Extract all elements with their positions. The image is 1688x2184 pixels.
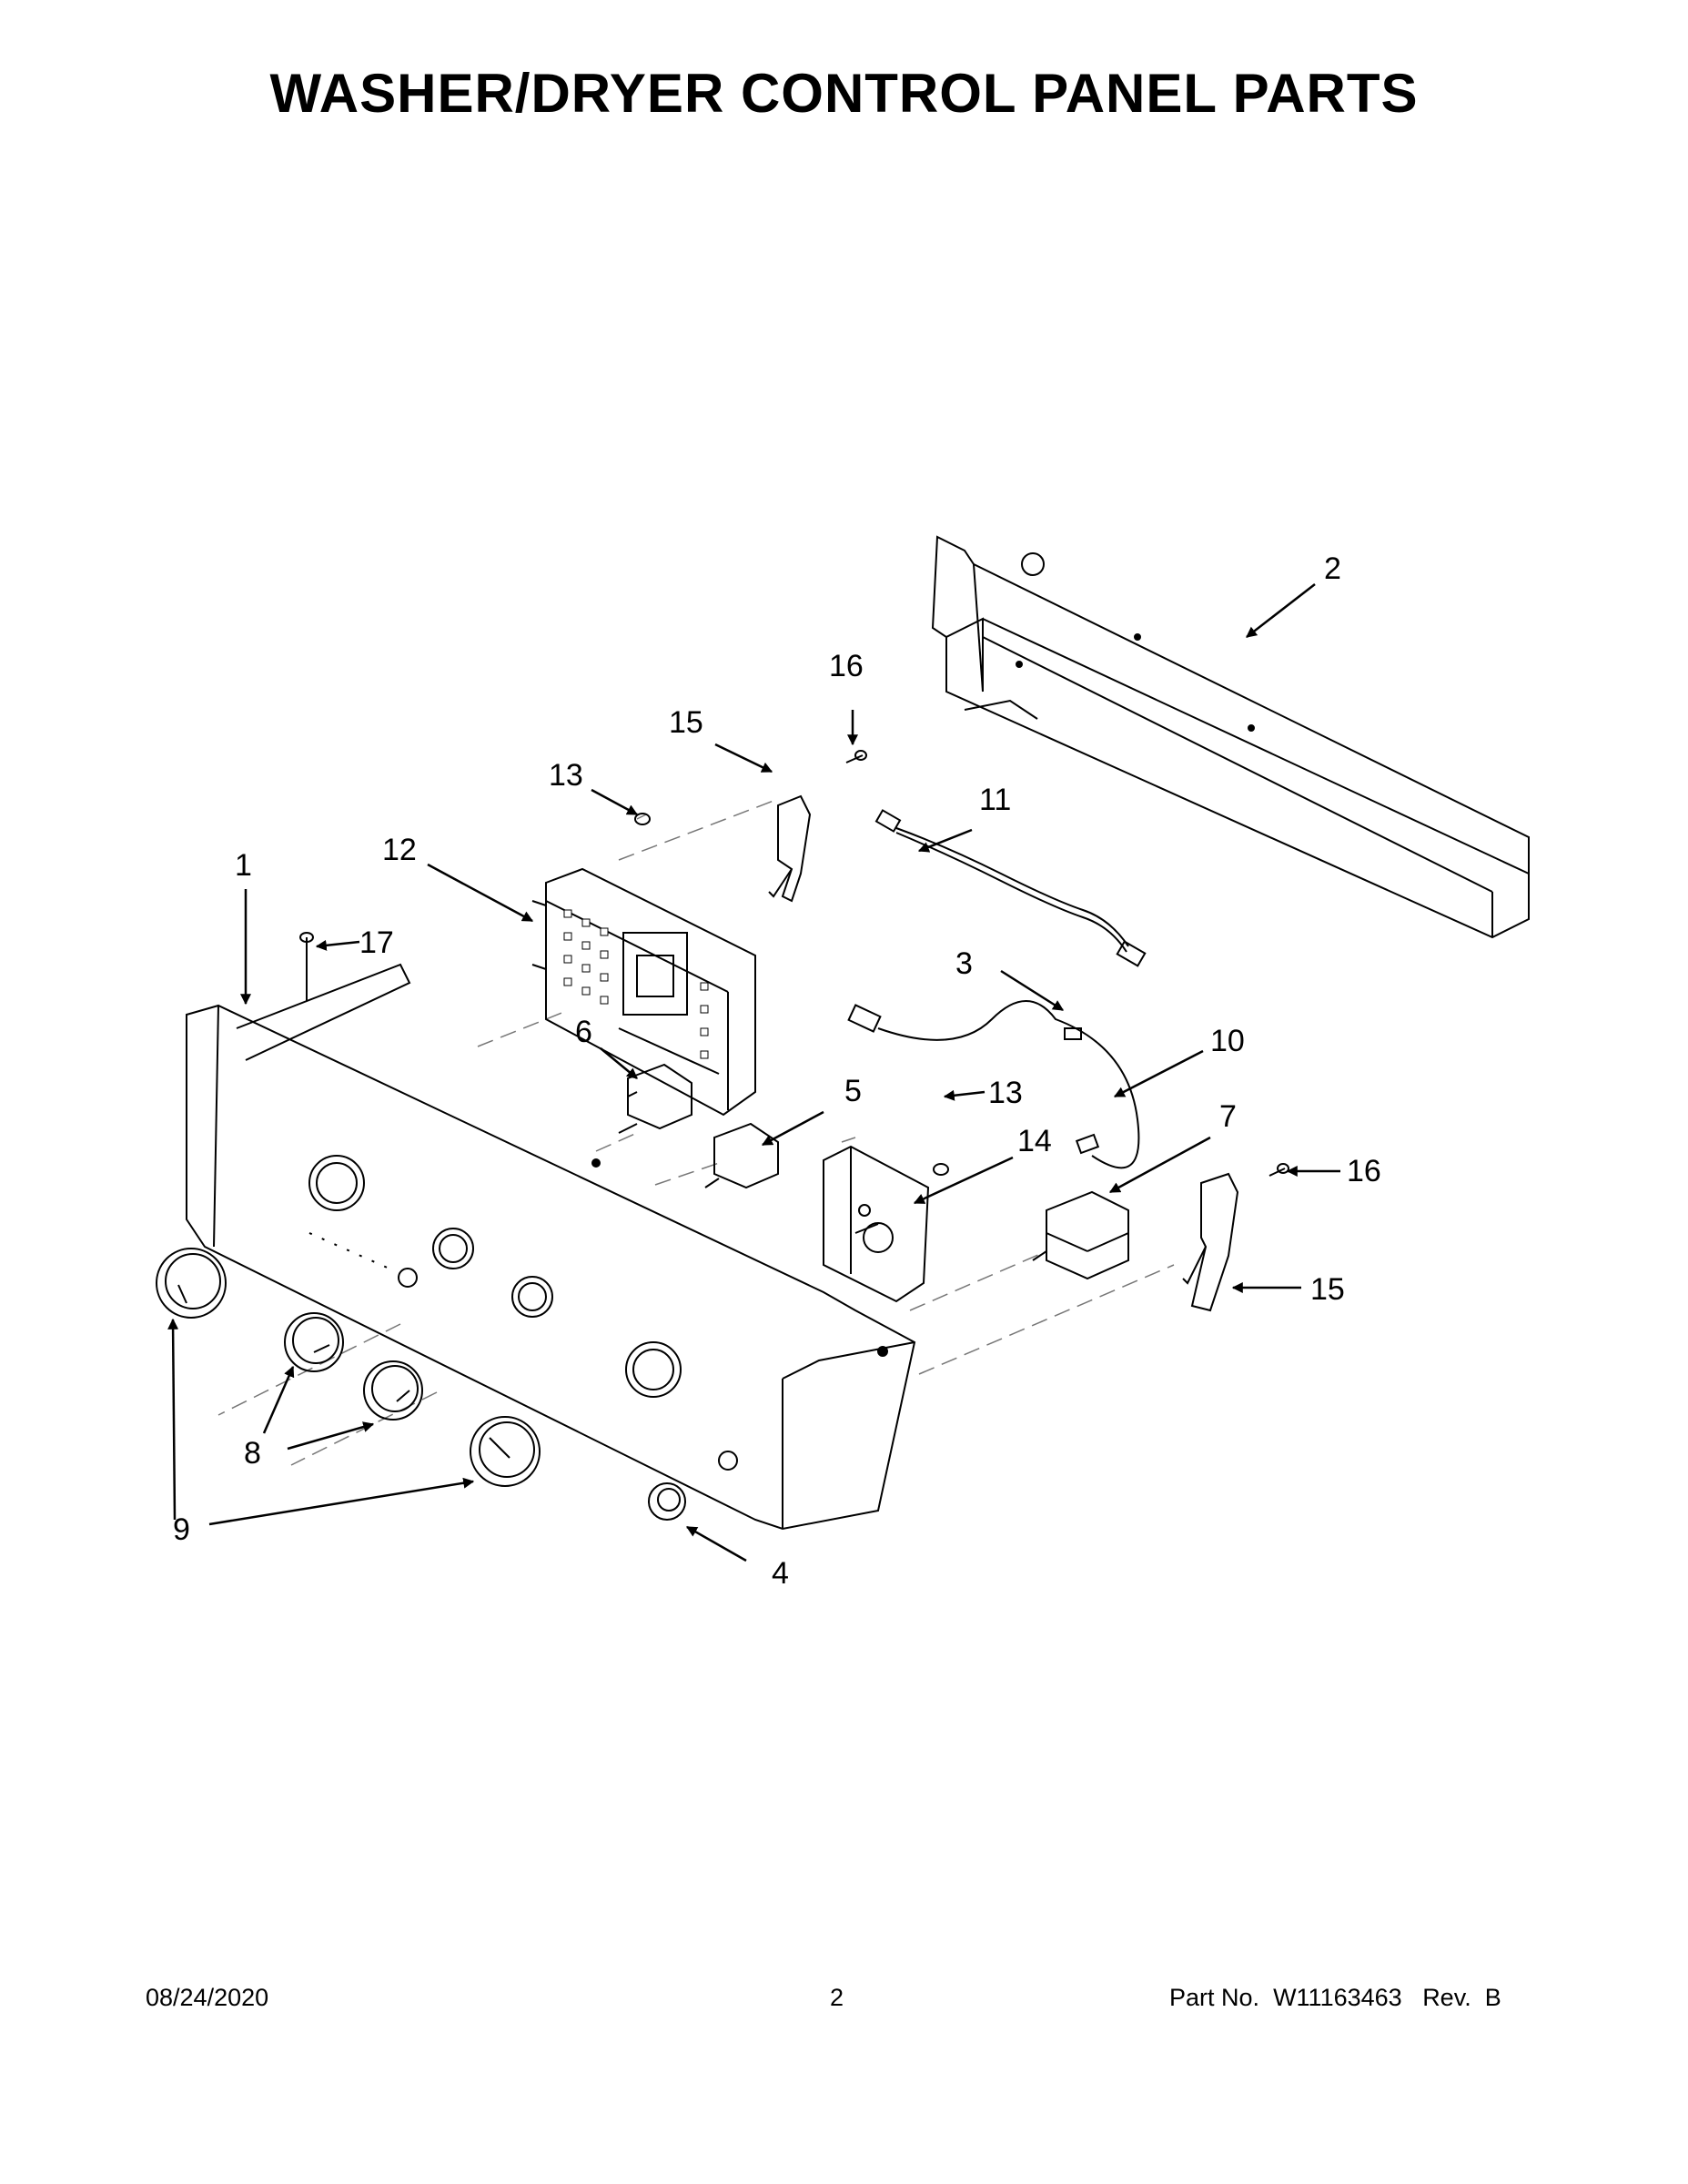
control-console-part (186, 963, 916, 1531)
callout-15-lower: 15 (1310, 1272, 1345, 1307)
screws-13-parts (634, 813, 949, 1176)
callout-5: 5 (844, 1074, 862, 1108)
rev-value: B (1484, 1984, 1501, 2011)
callout-14: 14 (1017, 1124, 1052, 1158)
callout-12: 12 (382, 833, 417, 867)
callout-9: 9 (173, 1512, 190, 1547)
selector-switch-7-part (1032, 1190, 1129, 1280)
control-board-part (531, 867, 756, 1117)
callout-10: 10 (1210, 1024, 1245, 1058)
footer-page-number: 2 (830, 1984, 844, 2011)
callout-8: 8 (244, 1436, 261, 1471)
switch-5-part (704, 1122, 779, 1189)
switch-6-part (618, 1063, 692, 1134)
knob-9-left-part (156, 1248, 227, 1319)
footer-part-number: Part No. W11163463 Rev. B (1169, 1984, 1501, 2012)
footer-date: 08/24/2020 (146, 1984, 269, 2011)
bracket-15-upper-part (768, 794, 812, 903)
callout-13-upper: 13 (549, 758, 583, 793)
bracket-15-lower-part (1182, 1172, 1239, 1312)
callout-16-upper: 16 (829, 649, 864, 683)
part-no-label: Part No. (1169, 1984, 1260, 2011)
callout-11: 11 (979, 783, 1011, 817)
knob-8-lower-part (363, 1360, 423, 1421)
callout-3: 3 (955, 946, 973, 981)
wire-harness-11-part (874, 809, 1147, 967)
callout-2: 2 (1324, 551, 1341, 586)
rear-bracket-part (931, 535, 1530, 939)
callout-4: 4 (772, 1556, 789, 1591)
screw-17-part (299, 932, 314, 1001)
callout-1: 1 (235, 848, 252, 883)
callout-16-lower: 16 (1347, 1154, 1381, 1188)
knob-8-upper-part (284, 1312, 344, 1372)
callout-6: 6 (575, 1015, 592, 1049)
grommet-4-part (648, 1482, 686, 1521)
callout-13-lower: 13 (988, 1076, 1023, 1110)
part-no-value: W11163463 (1273, 1984, 1402, 2011)
callout-leaders (167, 583, 1340, 1562)
wire-harness-10-part (847, 1000, 1140, 1169)
timer-14-part (823, 1145, 930, 1303)
knob-9-right-part (470, 1416, 541, 1487)
callout-17: 17 (359, 925, 394, 960)
callout-labels: 1 2 3 4 5 6 7 8 9 10 11 12 13 13 14 15 1… (173, 551, 1381, 1591)
callout-7: 7 (1219, 1099, 1237, 1134)
callout-15-upper: 15 (669, 705, 703, 740)
page-title: WASHER/DRYER CONTROL PANEL PARTS (269, 63, 1419, 124)
rev-label: Rev. (1422, 1984, 1471, 2011)
